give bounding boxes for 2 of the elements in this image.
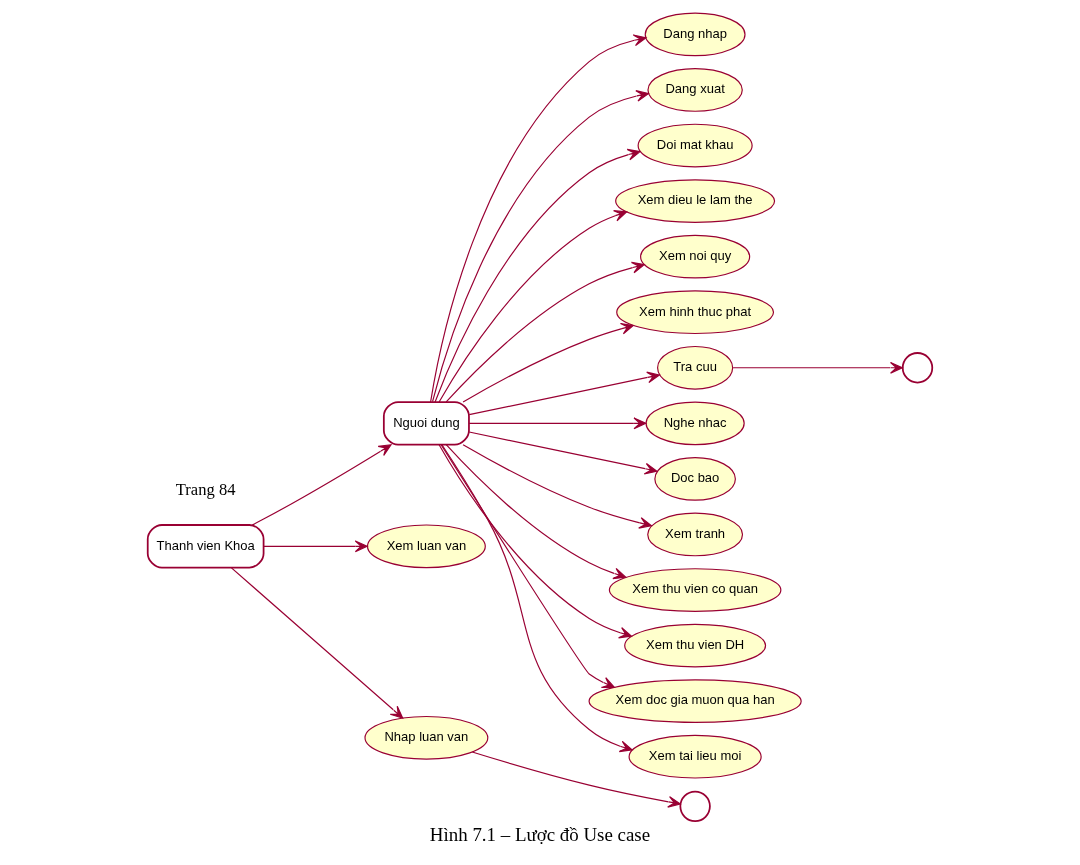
label: Trang 84	[175, 480, 236, 500]
caption: Hình 7.1 – Lược đồ Use case	[429, 824, 651, 846]
